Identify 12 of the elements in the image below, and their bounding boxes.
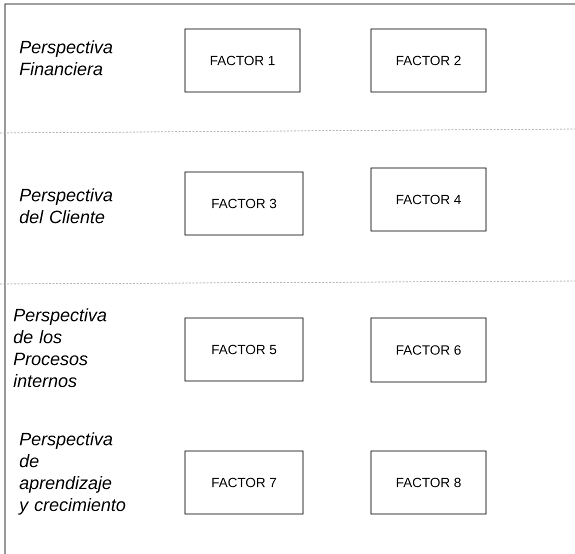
- perspective-label: Perspectiva de aprendizaje y crecimiento: [18, 432, 126, 515]
- perspective-label: Perspectiva Financiera: [20, 40, 112, 76]
- factor-box: FACTOR 3: [184, 172, 304, 236]
- perspective-label: Perspectiva del Cliente: [20, 188, 112, 224]
- factor-box: FACTOR 6: [370, 318, 486, 382]
- factor-box: FACTOR 2: [370, 28, 486, 92]
- factor-box: FACTOR 4: [370, 168, 486, 232]
- factor-box: FACTOR 1: [184, 28, 300, 92]
- factor-box: FACTOR 7: [184, 450, 304, 514]
- perspective-label: Perspectiva de los Procesos internos: [13, 308, 106, 388]
- factor-box: FACTOR 8: [370, 450, 486, 514]
- factor-box: FACTOR 5: [184, 318, 304, 382]
